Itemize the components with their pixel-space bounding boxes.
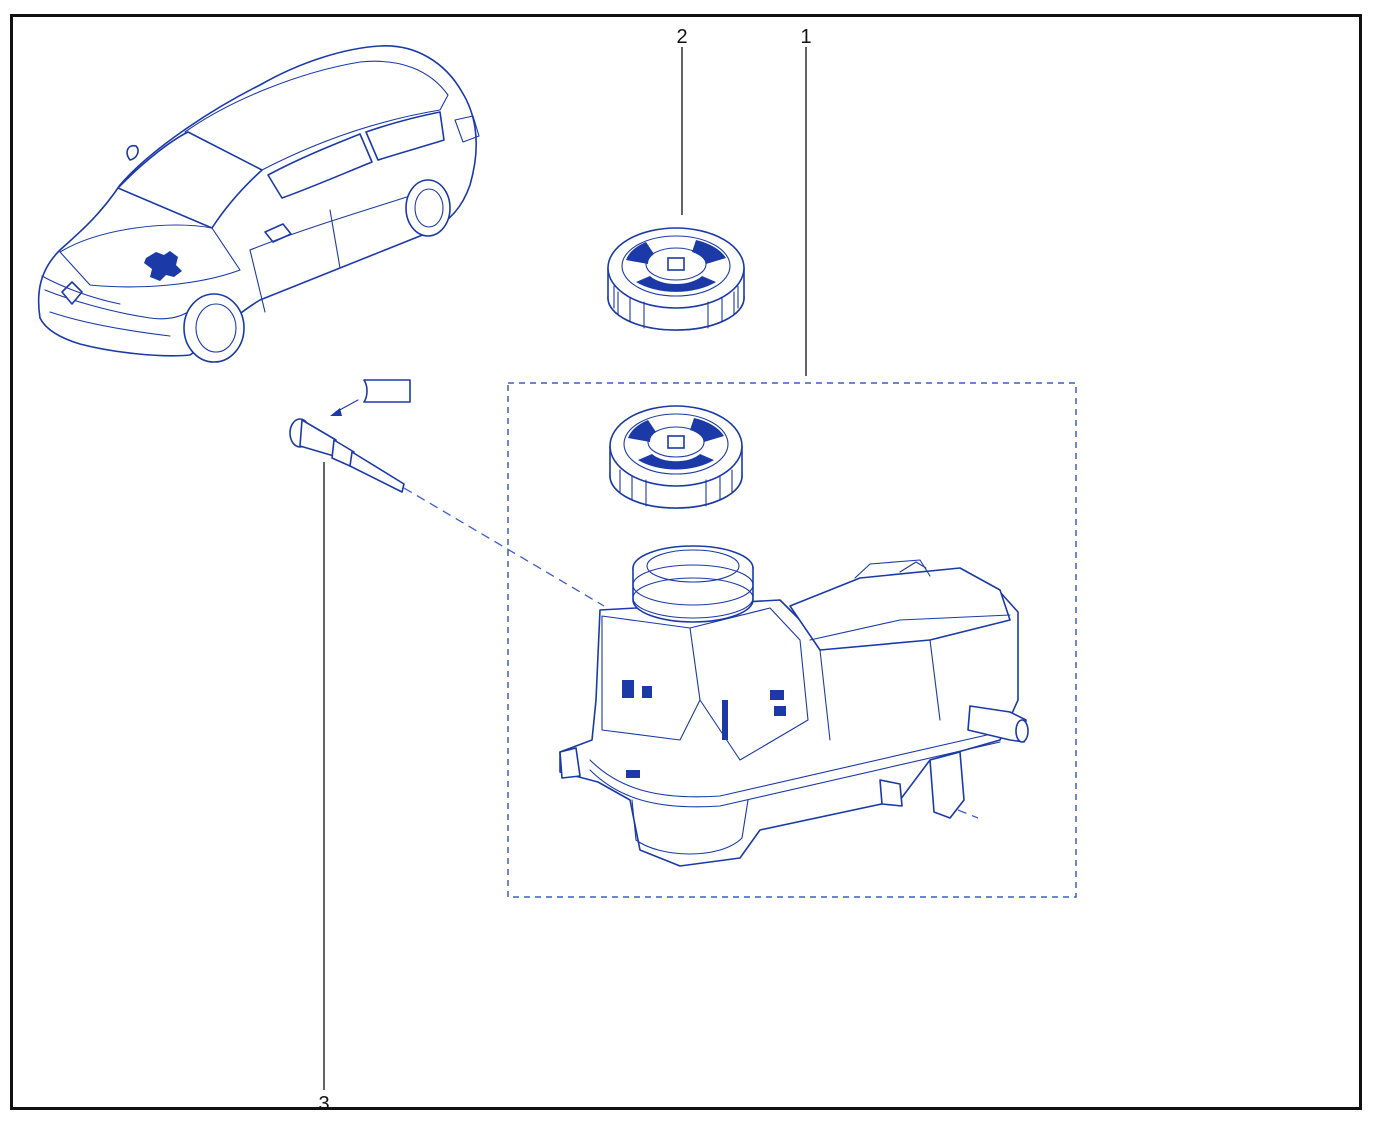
expansion-tank-icon bbox=[559, 545, 1029, 867]
assembly-line bbox=[403, 487, 605, 607]
callout-1: 1 bbox=[800, 26, 811, 48]
reservoir-cap-icon bbox=[607, 227, 745, 331]
callout-3: 3 bbox=[318, 1093, 329, 1115]
callout-2: 2 bbox=[676, 26, 687, 48]
assembly-line-2 bbox=[957, 809, 979, 819]
car-icon bbox=[37, 45, 480, 363]
sticker-label-icon bbox=[330, 379, 411, 416]
level-sensor-icon bbox=[289, 418, 405, 493]
kit-boundary bbox=[507, 382, 1077, 898]
kit-cap-icon bbox=[609, 405, 743, 509]
